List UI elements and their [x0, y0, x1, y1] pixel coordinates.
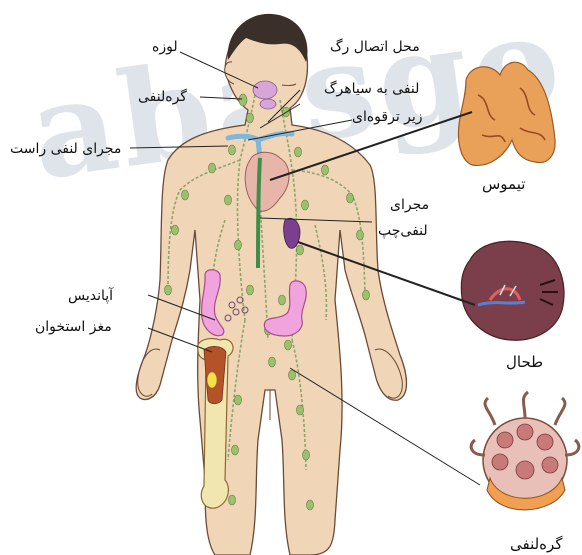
label-junction-1: محل اتصال رگ [330, 38, 420, 56]
label-junction-2: لنفی به سیاهرگ [324, 80, 419, 98]
label-neck-lymph-node: گره‌لنفی [138, 88, 187, 106]
label-right-lymph-duct: مجرای لنفی راست [10, 140, 121, 158]
label-bone-marrow: مغز استخوان [35, 318, 112, 336]
label-thymus: تیموس [482, 175, 525, 193]
thymus-organ [459, 62, 556, 165]
label-tonsil: لوزه [152, 38, 178, 56]
thoracic-duct [258, 158, 260, 268]
label-lymph-node: گره‌لنفی [510, 535, 562, 553]
label-appendix: آپاندیس [68, 287, 113, 305]
label-junction-3: زیر ترقوه‌ای [352, 108, 423, 126]
spleen-organ [461, 241, 564, 340]
label-left-lymph-duct-1: مجرای [390, 196, 429, 214]
label-left-lymph-duct-2: لنفی‌چپ [378, 222, 428, 240]
label-spleen: طحال [506, 353, 543, 371]
lymph-node-organ [471, 392, 579, 510]
